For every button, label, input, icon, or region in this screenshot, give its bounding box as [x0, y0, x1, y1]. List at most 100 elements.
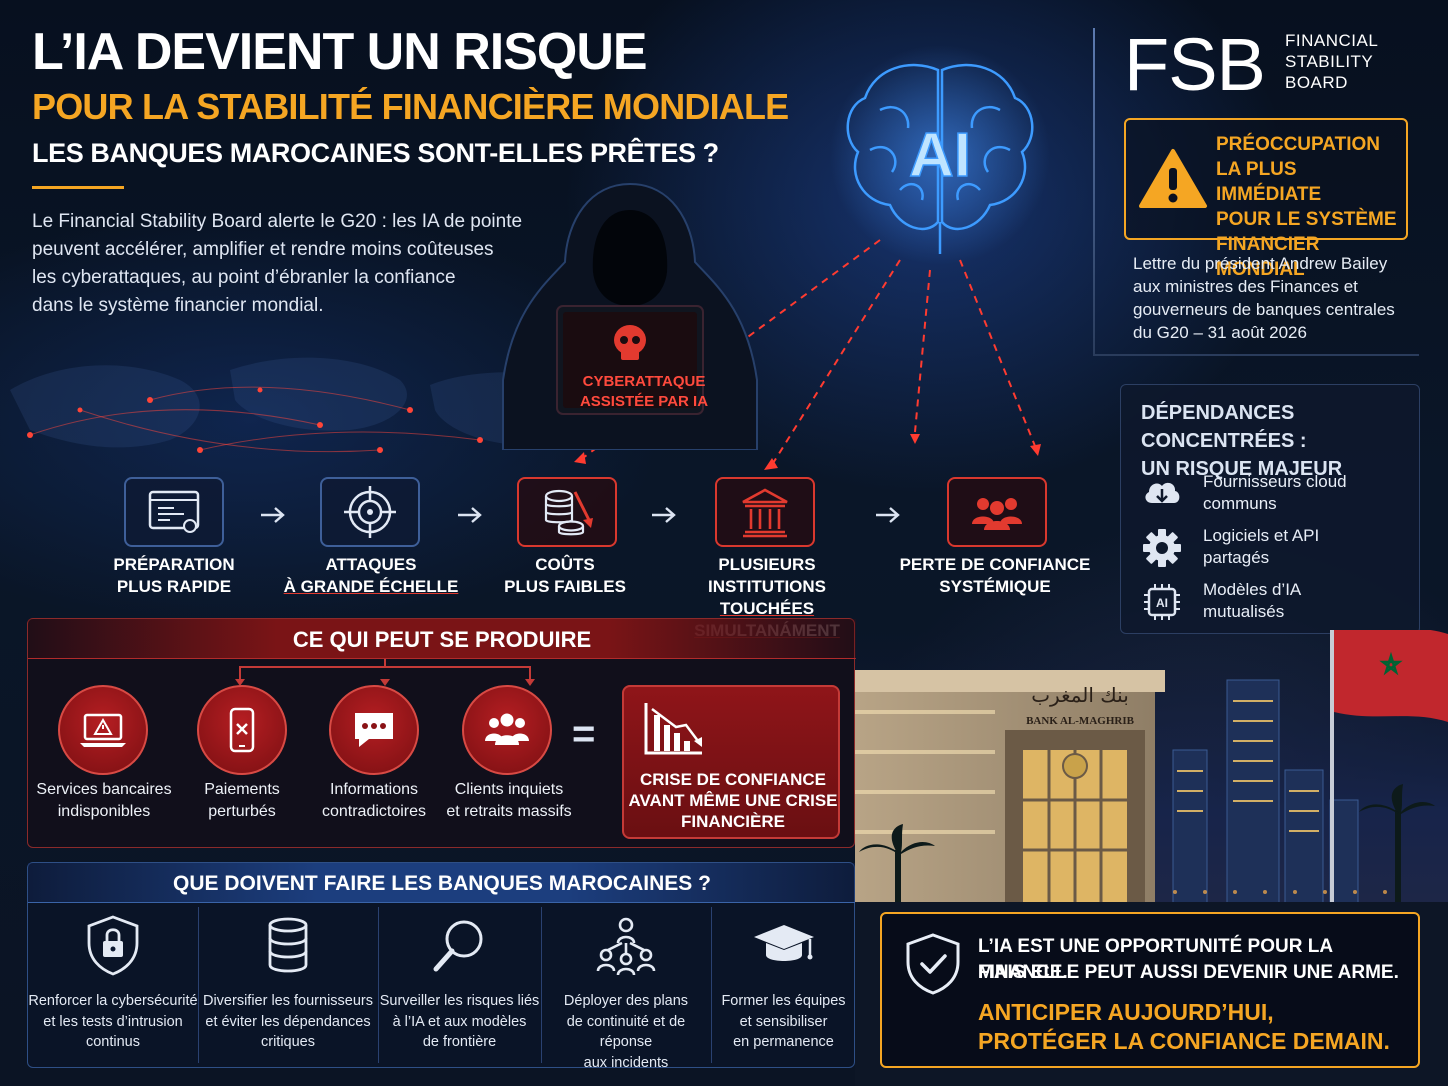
intro-line: peuvent accélérer, amplifier et rendre m… [32, 239, 494, 260]
target-icon [344, 486, 396, 538]
building-arabic-sign: بنك المغرب [1031, 683, 1129, 707]
process-label-line: PLUSIEURS INSTITUTIONS [707, 555, 827, 596]
impact-icon-circle [197, 685, 287, 775]
fsb-alert-line: PRÉOCCUPATION [1216, 134, 1380, 155]
laptop-label-line: CYBERATTAQUE [582, 373, 706, 390]
recommendation-line: et éviter les dépendances [205, 1013, 371, 1030]
impact-label-line: Clients inquiets [454, 781, 564, 798]
building-latin-sign: BANK AL-MAGHRIB [1026, 715, 1135, 727]
code-window-icon [148, 490, 200, 533]
cloud-icon [1145, 482, 1180, 503]
what-can-happen-header: CE QUI PEUT SE PRODUIRE [28, 619, 856, 659]
recommendations-header: QUE DOIVENT FAIRE LES BANQUES MAROCAINES… [28, 863, 856, 903]
chip-text: AI [1156, 596, 1168, 610]
intro-line: Le Financial Stability Board alerte le G… [32, 211, 523, 232]
crisis-result-text: CRISE DE CONFIANCE AVANT MÊME UNE CRISE … [624, 769, 842, 832]
graduation-cap-icon [753, 925, 814, 961]
title-underline [32, 186, 124, 189]
hooded-hacker-illustration [502, 182, 758, 450]
recommendation-label: Former les équipes et sensibiliser en pe… [711, 991, 856, 1053]
page-title: L’IA DEVIENT UN RISQUE [32, 23, 648, 81]
recommendation-line: de continuité et de réponse [566, 1013, 686, 1051]
process-step-label: COÛTS PLUS FAIBLES [455, 554, 675, 598]
dependency-label: Fournisseurs cloud communs [1203, 471, 1347, 515]
process-label-line: COÛTS [535, 555, 595, 574]
people-icon [972, 498, 1022, 530]
column-divider [198, 907, 199, 1063]
fsb-name-line: FINANCIAL [1285, 31, 1379, 50]
intro-paragraph: Le Financial Stability Board alerte le G… [32, 208, 532, 320]
recommendation-line: critiques [261, 1034, 315, 1050]
recommendation-label: Diversifier les fournisseurs et éviter l… [198, 991, 378, 1053]
database-icon [268, 917, 308, 973]
recommendation-item: Déployer des plans de continuité et de r… [541, 903, 711, 1071]
dependency-label-line: Modèles d’IA [1203, 580, 1302, 599]
crisis-result-box: CRISE DE CONFIANCE AVANT MÊME UNE CRISE … [622, 685, 840, 839]
dependency-item: Logiciels et API partagés [1141, 523, 1411, 573]
phone-x-icon [229, 707, 255, 753]
crowd-icon [485, 713, 529, 745]
coins-down-icon [544, 489, 593, 536]
fsb-name-line: STABILITY [1285, 52, 1374, 71]
closing-line: MAIS ELLE PEUT AUSSI DEVENIR UNE ARME. [978, 962, 1399, 983]
crisis-line: FINANCIÈRE [681, 812, 785, 831]
chart-down-icon [644, 703, 702, 755]
what-can-happen-title: CE QUI PEUT SE PRODUIRE [292, 627, 592, 652]
process-label-line: PLUS RAPIDE [116, 577, 232, 596]
dependency-label-line: partagés [1203, 548, 1270, 567]
recommendation-item: Surveiller les risques liés à l’IA et au… [378, 903, 541, 1069]
recommendation-line: et les tests d’intrusion [43, 1013, 183, 1030]
process-label-line: ATTAQUES [325, 555, 417, 574]
fsb-logo: FSB [1124, 23, 1266, 106]
dependency-label: Logiciels et API partagés [1203, 525, 1319, 569]
fsb-alert-line: FINANCIER MONDIAL [1216, 234, 1320, 280]
process-step-label: PERTE DE CONFIANCE SYSTÉMIQUE [885, 554, 1105, 598]
page-subtitle: POUR LA STABILITÉ FINANCIÈRE MONDIALE [32, 86, 789, 127]
recommendations-panel: QUE DOIVENT FAIRE LES BANQUES MAROCAINES… [27, 862, 856, 1071]
process-label-line: À GRANDE ÉCHELLE [283, 577, 459, 596]
arrow-right-icon [652, 507, 676, 523]
fsb-letter-line: du G20 – 31 août 2026 [1133, 323, 1307, 342]
recommendation-item: Diversifier les fournisseurs et éviter l… [198, 903, 378, 1069]
recommendation-line: Déployer des plans [563, 993, 689, 1009]
magnifier-icon [433, 920, 482, 972]
recommendation-line: Diversifier les fournisseurs [202, 993, 374, 1009]
dependency-label-line: Fournisseurs cloud [1203, 472, 1347, 491]
dependencies-title: DÉPENDANCES CONCENTRÉES : UN RISQUE MAJE… [1141, 399, 1419, 483]
arrow-right-icon [261, 507, 285, 523]
laptop-warning-icon [80, 713, 126, 747]
shield-check-icon [906, 933, 960, 995]
recommendation-line: en permanence [733, 1034, 834, 1050]
fsb-letter-line: Lettre du président Andrew Bailey [1133, 254, 1388, 273]
bank-icon [742, 488, 788, 538]
recommendation-line: à l’IA et aux modèles [392, 1013, 527, 1030]
ai-brain-icon: AI [830, 45, 1050, 265]
recommendation-label: Surveiller les risques liés à l’IA et au… [378, 991, 541, 1053]
fsb-letter-reference: Lettre du président Andrew Bailey aux mi… [1133, 252, 1413, 344]
closing-call-to-action: PROTÉGER LA CONFIANCE DEMAIN. [978, 1028, 1390, 1054]
connector-lines [235, 659, 535, 686]
process-step-label: PRÉPARATION PLUS RAPIDE [64, 554, 284, 598]
column-divider [711, 907, 712, 1063]
impact-label-line: Informations [329, 781, 419, 798]
warning-icon [1139, 149, 1207, 208]
fsb-alert-line: POUR LE SYSTÈME [1216, 209, 1397, 230]
recommendation-line: de frontière [422, 1034, 497, 1050]
process-label-line: PLUS FAIBLES [504, 577, 626, 596]
fsb-divider-bottom [1093, 354, 1419, 356]
dependency-label-line: communs [1203, 494, 1277, 513]
column-divider [541, 907, 542, 1063]
arrow-right-icon [458, 507, 482, 523]
fsb-letter-line: gouverneurs de banques centrales [1133, 300, 1395, 319]
closing-message-box: L’IA EST UNE OPPORTUNITÉ POUR LA FINANCE… [880, 912, 1420, 1068]
skull-icon [614, 325, 646, 360]
impact-icon-circle [329, 685, 419, 775]
recommendations-title: QUE DOIVENT FAIRE LES BANQUES MAROCAINES… [173, 872, 711, 895]
dependencies-panel: DÉPENDANCES CONCENTRÉES : UN RISQUE MAJE… [1120, 384, 1420, 634]
process-step-label: ATTAQUES À GRANDE ÉCHELLE [261, 554, 481, 598]
dependency-label-line: mutualisés [1203, 602, 1285, 621]
process-label-line: PRÉPARATION [113, 555, 235, 574]
impact-label: Services bancaires indisponibles [19, 779, 189, 823]
process-step-box [715, 477, 815, 547]
dependencies-title-line: DÉPENDANCES CONCENTRÉES : [1141, 402, 1307, 452]
